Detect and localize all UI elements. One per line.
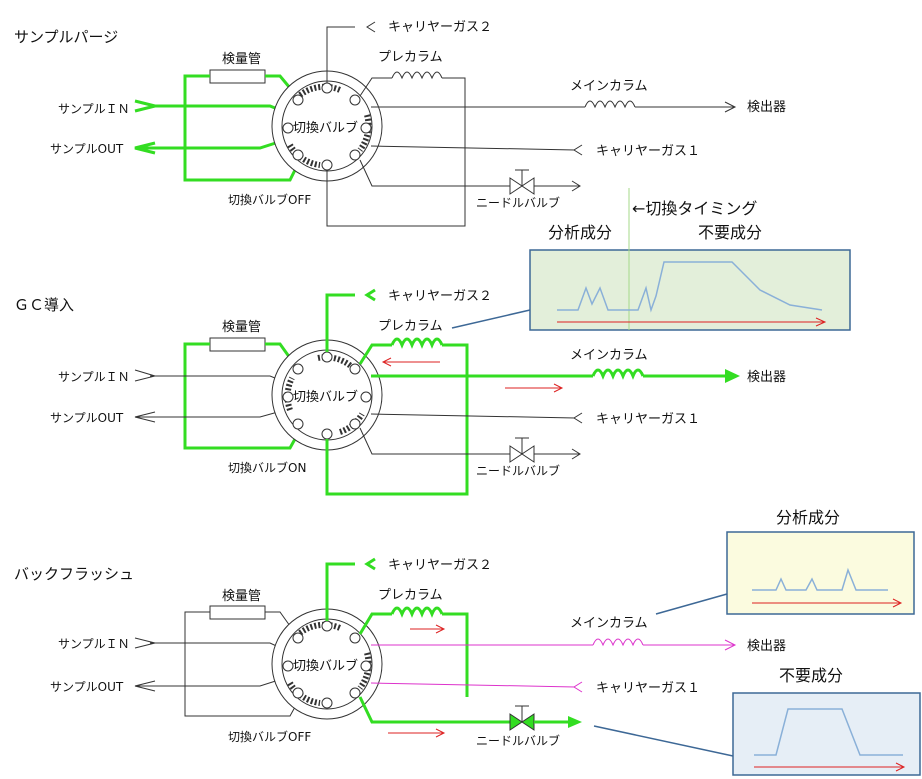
sample-tube-label: 検量管 xyxy=(222,320,261,335)
sample-out-label: サンプルOUT xyxy=(50,680,124,694)
pre-column-coil xyxy=(391,71,443,80)
detector-label: 検出器 xyxy=(747,370,786,385)
panel-sample-purge: サンプルパージ 検量管 サンプルＩＮ サンプルOUT 切換バルブ 切換バルブOF… xyxy=(14,20,786,227)
flow-line xyxy=(183,74,302,182)
sample-tube-label: 検量管 xyxy=(222,52,261,67)
main-column-coil xyxy=(592,638,644,647)
panel-title: サンプルパージ xyxy=(14,28,118,46)
sample-tube xyxy=(209,337,266,352)
main-column-label: メインカラム xyxy=(570,616,648,631)
main-column-coil xyxy=(584,100,636,109)
detector-label: 検出器 xyxy=(747,639,786,654)
needle-valve-label: ニードルバルブ xyxy=(476,463,560,478)
detector-label: 検出器 xyxy=(747,100,786,115)
timing-label: ←切換タイミング xyxy=(632,199,757,218)
valve-state-label: 切換バルブON xyxy=(228,460,306,475)
panel-title: バックフラッシュ xyxy=(14,565,134,583)
pre-column-label: プレカラム xyxy=(378,588,443,603)
needle-valve xyxy=(509,445,523,463)
flow-line xyxy=(150,104,286,114)
analysis-label: 分析成分 xyxy=(548,223,612,242)
carrier-gas-2-label: キャリヤーガス２ xyxy=(388,289,492,304)
pre-column-label: プレカラム xyxy=(378,319,443,334)
panel-title: ＧＣ導入 xyxy=(14,296,74,314)
main-column-label: メインカラム xyxy=(570,348,648,363)
pre-column-coil xyxy=(390,606,444,618)
panel-backflush: バックフラッシュ 検量管 サンプルＩＮ サンプルOUT 切換バルブ 切換バルブO… xyxy=(14,508,921,776)
backflush-unwanted-chart: 不要成分 xyxy=(732,666,921,776)
flow-line xyxy=(326,26,355,83)
carrier-gas-1-label: キャリヤーガス１ xyxy=(596,681,700,696)
flow-line xyxy=(135,138,286,150)
main-column-label: メインカラム xyxy=(570,79,648,94)
carrier-gas-2-label: キャリヤーガス２ xyxy=(388,20,492,35)
panel-gc-introduction: ＧＣ導入 検量管 サンプルＩＮ サンプルOUT 切換バルブ 切換バルブON キャ… xyxy=(14,188,851,496)
chart-title: 分析成分 xyxy=(776,508,840,527)
carrier-gas-1-label: キャリヤーガス１ xyxy=(596,412,700,427)
gc-chart: ←切換タイミング 分析成分 不要成分 xyxy=(529,188,851,331)
carrier-gas-2-label: キャリヤーガス２ xyxy=(388,558,492,573)
sample-tube xyxy=(209,69,266,84)
sample-in-label: サンプルＩＮ xyxy=(58,370,130,384)
valve-label: 切換バルブ xyxy=(293,120,358,136)
sample-in-label: サンプルＩＮ xyxy=(58,102,130,116)
valve-state-label: 切換バルブOFF xyxy=(228,192,311,207)
flow-line xyxy=(265,74,292,89)
needle-valve-label: ニードルバルブ xyxy=(476,733,560,748)
sample-in-label: サンプルＩＮ xyxy=(58,637,130,651)
sample-tube xyxy=(209,605,266,620)
backflush-analysis-chart: 分析成分 xyxy=(726,508,915,615)
pre-column-coil xyxy=(390,337,444,349)
sample-out-label: サンプルOUT xyxy=(50,142,124,156)
pre-column-label: プレカラム xyxy=(378,50,443,65)
main-column-coil xyxy=(591,368,645,380)
unwanted-label: 不要成分 xyxy=(698,223,762,242)
needle-valve-label: ニードルバルブ xyxy=(476,195,560,210)
sample-out-label: サンプルOUT xyxy=(50,411,124,425)
needle-valve xyxy=(509,713,523,731)
valve-state-label: 切換バルブOFF xyxy=(228,729,311,744)
sample-tube-label: 検量管 xyxy=(222,589,261,604)
chart-title: 不要成分 xyxy=(779,666,843,685)
valve-label: 切換バルブ xyxy=(293,658,358,674)
needle-valve xyxy=(509,177,523,195)
valve-label: 切換バルブ xyxy=(293,389,358,405)
carrier-gas-1-label: キャリヤーガス１ xyxy=(596,144,700,159)
